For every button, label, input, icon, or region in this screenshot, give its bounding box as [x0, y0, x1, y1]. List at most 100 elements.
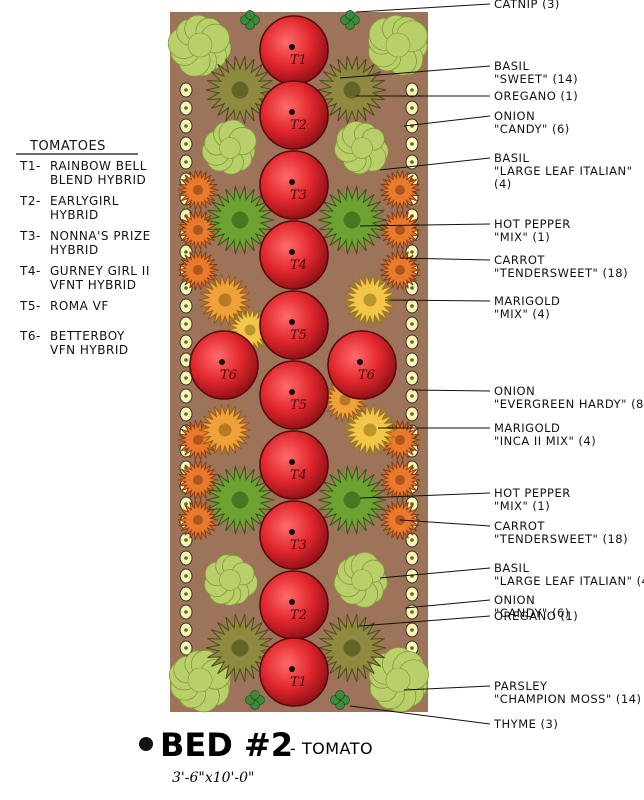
- onion-plant: [179, 316, 193, 332]
- plant-label-line: "CHAMPION MOSS" (14): [494, 692, 642, 706]
- tomato-label: T2: [290, 608, 307, 623]
- leader-line: [399, 257, 491, 261]
- onion-plant: [405, 154, 419, 170]
- plant-label-carrot-bottom: CARROT"TENDERSWEET" (18): [494, 519, 628, 546]
- leader-line: [355, 3, 491, 13]
- oregano-plant: [205, 56, 275, 124]
- bed-title: BED #2: [160, 726, 293, 764]
- onion-plant: [179, 118, 193, 134]
- plant-label-line: ONION: [494, 593, 535, 607]
- plant-label-line: (4): [494, 177, 512, 191]
- plant-label-marigold-mix: MARIGOLD"MIX" (4): [494, 294, 560, 321]
- marigold-plant: [343, 274, 397, 326]
- plant-label-line: OREGANO (1): [494, 89, 578, 103]
- oregano-plant: [205, 614, 275, 682]
- thyme-plant: [240, 10, 260, 30]
- legend-code: T5-: [19, 299, 41, 313]
- carrot-plant: [177, 460, 219, 500]
- parsley-plant: [168, 649, 231, 713]
- hot-pepper-plant: [205, 186, 275, 254]
- leader-line: [379, 157, 491, 171]
- tomato-label: T3: [290, 538, 307, 553]
- plant-label-onion-evergreen: ONION"EVERGREEN HARDY" (8): [494, 384, 644, 411]
- onion-plant: [405, 568, 419, 584]
- onion-plant: [179, 532, 193, 548]
- legend-variety: VFN HYBRID: [50, 343, 129, 357]
- plant-label-thyme: THYME (3): [493, 717, 558, 731]
- tomato-plant: T1: [259, 15, 329, 85]
- onion-plant: [179, 406, 193, 422]
- plant-label-line: "CANDY" (6): [494, 606, 570, 620]
- leader-line: [399, 519, 491, 527]
- tomato-label: T5: [290, 328, 307, 343]
- tomato-label: T4: [290, 468, 307, 483]
- tomato-plant: T5: [259, 290, 329, 360]
- legend-variety: NONNA'S PRIZE: [50, 229, 151, 243]
- onion-plant: [405, 100, 419, 116]
- legend-variety: EARLYGIRL: [50, 194, 119, 208]
- plant-label-line: HOT PEPPER: [494, 217, 571, 231]
- onion-plant: [179, 388, 193, 404]
- basil-plant: [368, 14, 428, 76]
- hot-pepper-plant: [205, 466, 275, 534]
- leader-line: [411, 389, 491, 392]
- plant-label-hot-pepper-top: HOT PEPPER"MIX" (1): [494, 217, 571, 244]
- marigold-plant: [198, 274, 252, 326]
- leader-line: [359, 615, 491, 627]
- leader-line: [403, 115, 491, 127]
- plant-label-line: CARROT: [494, 253, 545, 267]
- onion-plant: [179, 244, 193, 260]
- onion-plant: [405, 82, 419, 98]
- plant-label-line: "LARGE LEAF ITALIAN": [494, 164, 632, 178]
- bed-size: 3'-6"x10'-0": [172, 770, 254, 786]
- tomato-plant: T3: [259, 150, 329, 220]
- plant-label-line: MARIGOLD: [494, 294, 560, 308]
- tomato-label: T6: [220, 368, 237, 383]
- carrot-plant: [177, 500, 219, 540]
- plant-label-oregano-top: OREGANO (1): [494, 89, 578, 103]
- plant-label-line: "TENDERSWEET" (18): [494, 266, 628, 280]
- plant-label-line: "MIX" (1): [494, 230, 550, 244]
- plant-label-line: HOT PEPPER: [494, 486, 571, 500]
- plant-label-basil-italian-bottom: BASIL"LARGE LEAF ITALIAN" (4): [494, 561, 644, 588]
- plant-label-onion-candy-top: ONION"CANDY" (6): [494, 109, 570, 136]
- plant-label-line: CATNIP (3): [494, 0, 560, 11]
- tomato-label: T6: [358, 368, 375, 383]
- tomato-label: T3: [290, 188, 307, 203]
- plant-label-line: ONION: [494, 109, 535, 123]
- onion-plant: [405, 298, 419, 314]
- plant-label-line: MARIGOLD: [494, 421, 560, 435]
- legend-variety: ROMA VF: [50, 299, 109, 313]
- onion-plant: [405, 136, 419, 152]
- leader-line: [404, 599, 491, 609]
- onion-plant: [179, 586, 193, 602]
- onion-plant: [179, 604, 193, 620]
- carrot-plant: [379, 170, 421, 210]
- plant-label-line: "EVERGREEN HARDY" (8): [494, 397, 644, 411]
- onion-plant: [405, 604, 419, 620]
- plant-label-line: "LARGE LEAF ITALIAN" (4): [494, 574, 644, 588]
- legend-variety: HYBRID: [50, 208, 99, 222]
- plant-label-line: "MIX" (1): [494, 499, 550, 513]
- onion-plant: [405, 622, 419, 638]
- legend-variety: GURNEY GIRL II: [50, 264, 150, 278]
- plant-label-line: "CANDY" (6): [494, 122, 570, 136]
- onion-plant: [405, 352, 419, 368]
- tomato-label: T5: [290, 398, 307, 413]
- onion-plant: [405, 370, 419, 386]
- carrot-plant: [177, 250, 219, 290]
- onion-plant: [405, 280, 419, 296]
- plant-label-basil-italian-top: BASIL"LARGE LEAF ITALIAN"(4): [494, 151, 632, 191]
- plant-label-parsley: PARSLEY"CHAMPION MOSS" (14): [494, 679, 642, 706]
- plant-label-line: "TENDERSWEET" (18): [494, 532, 628, 546]
- onion-plant: [405, 334, 419, 350]
- leader-line: [359, 223, 491, 227]
- legend-code: T4-: [19, 264, 41, 278]
- plant-label-line: BASIL: [494, 151, 529, 165]
- legend-variety: RAINBOW BELL: [50, 159, 147, 173]
- legend-variety: HYBRID: [50, 243, 99, 257]
- onion-plant: [179, 136, 193, 152]
- plant-label-carrot-top: CARROT"TENDERSWEET" (18): [494, 253, 628, 280]
